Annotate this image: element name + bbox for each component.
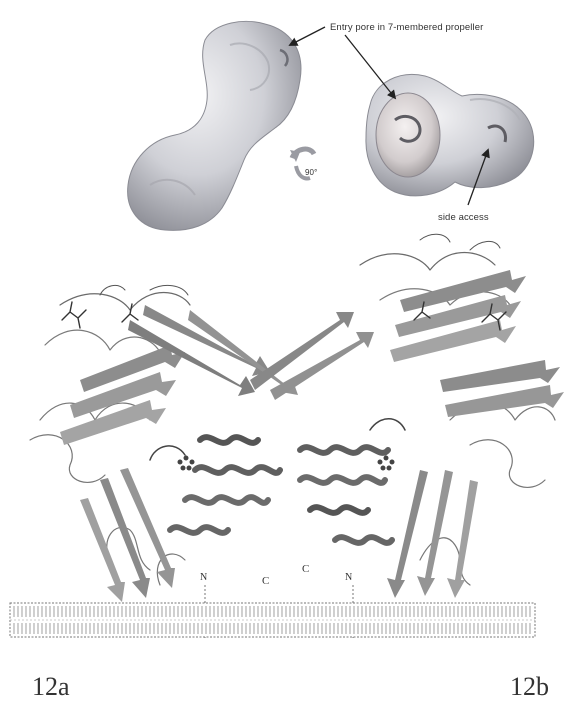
side-access-annotation: side access: [438, 212, 489, 223]
right-c-terminus-label: C: [302, 563, 309, 575]
left-n-terminus-label: N: [200, 572, 207, 583]
right-n-terminus-label: N: [345, 572, 352, 583]
figure-label-12a: 12a: [32, 672, 70, 702]
entry-pore-arrow-2: [345, 35, 395, 98]
rotation-annotation: 90°: [305, 168, 317, 177]
entry-pore-annotation: Entry pore in 7-membered propeller: [330, 22, 483, 33]
left-monomer: [30, 285, 190, 585]
ribbon-diagram: [30, 234, 564, 602]
entry-pore-arrow-1: [290, 27, 325, 45]
right-beta-sheets: [250, 270, 564, 598]
figure-label-12b: 12b: [510, 672, 549, 702]
left-helices: [150, 437, 280, 533]
right-helices: [300, 419, 405, 543]
surface-model-side-view: [128, 21, 301, 230]
left-beta-sheets: [60, 305, 298, 602]
membrane-bilayer: [10, 603, 535, 637]
left-c-terminus-label: C: [262, 575, 269, 587]
